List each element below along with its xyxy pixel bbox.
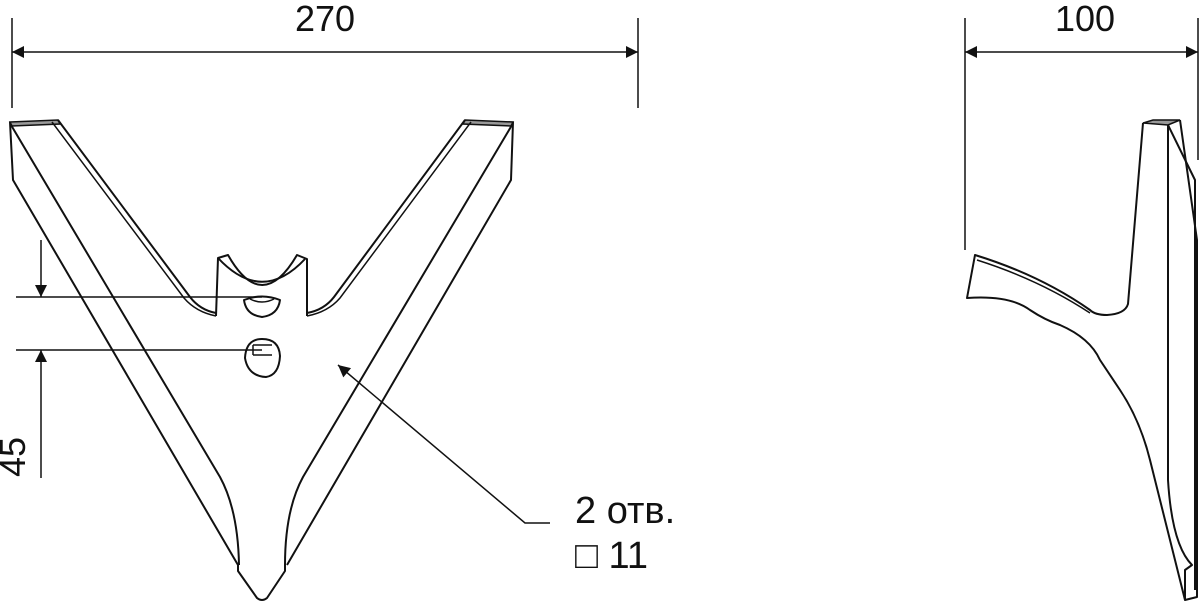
width-dimension <box>11 18 639 108</box>
side-view <box>966 119 1198 601</box>
hole-callout-leader <box>337 364 550 524</box>
hole-size-label: □ 11 <box>575 535 648 578</box>
width-dimension-label: 270 <box>294 0 356 39</box>
square-symbol: □ <box>575 535 598 577</box>
hole-offset-label: 45 <box>0 436 34 478</box>
hole-offset-dimension <box>16 240 262 478</box>
front-view <box>8 119 515 601</box>
hole-size-value: 11 <box>608 535 648 577</box>
depth-dimension <box>964 18 1199 250</box>
depth-dimension-label: 100 <box>1054 0 1116 39</box>
holes-count-label: 2 отв. <box>575 490 676 532</box>
